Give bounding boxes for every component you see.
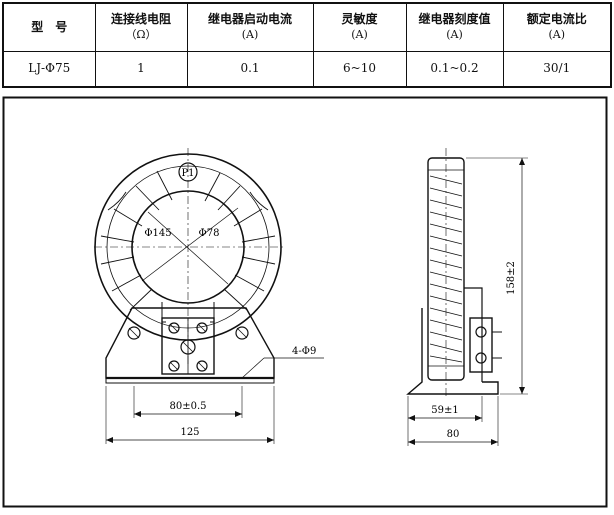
cell-ratio: 30/1 <box>502 50 612 88</box>
dim-hole-dia: Φ78 <box>199 228 220 239</box>
coil-windings <box>100 170 276 311</box>
dim-base-width: 125 <box>180 427 199 438</box>
dim-side-width: 80 <box>447 429 460 440</box>
header-resistance: 连接线电阻（Ω） <box>94 2 188 52</box>
front-view <box>94 148 324 444</box>
p1-terminal-marker <box>178 162 198 182</box>
header-scale: 继电器刻度值(A) <box>405 2 504 52</box>
header-start-current: 继电器启动电流(A) <box>186 2 314 52</box>
p1-label: P1 <box>181 168 194 179</box>
cell-resistance: 1 <box>94 50 188 88</box>
header-ratio: 额定电流比(A) <box>502 2 612 52</box>
dim-hole-spacing: 80±0.5 <box>169 401 206 412</box>
dim-mount-holes: 4-Φ9 <box>292 346 316 357</box>
table-header-row: 型 号 连接线电阻（Ω） 继电器启动电流(A) 灵敏度(A) 继电器刻度值(A)… <box>2 2 612 52</box>
table-row: LJ-Φ75 1 0.1 6~10 0.1~0.2 30/1 <box>2 50 612 88</box>
cell-start-current: 0.1 <box>186 50 314 88</box>
drawing-frame <box>2 96 608 508</box>
spec-table: 型 号 连接线电阻（Ω） 继电器启动电流(A) 灵敏度(A) 继电器刻度值(A)… <box>2 2 612 88</box>
cell-sensitivity: 6~10 <box>312 50 407 88</box>
cell-scale: 0.1~0.2 <box>405 50 504 88</box>
side-view <box>406 148 528 446</box>
dim-height: 158±2 <box>506 261 517 295</box>
bracket-hole-left <box>127 326 141 340</box>
cell-model: LJ-Φ75 <box>2 50 96 88</box>
header-sensitivity: 灵敏度(A) <box>312 2 407 52</box>
header-model: 型 号 <box>2 2 96 52</box>
bracket-hole-right <box>235 326 249 340</box>
dim-side-slot: 59±1 <box>431 405 458 416</box>
technical-drawing: P1 Φ145 Φ78 4-Φ9 80±0.5 125 <box>2 96 608 508</box>
dim-inner-dia: Φ145 <box>144 228 171 239</box>
terminal-side <box>469 317 493 373</box>
